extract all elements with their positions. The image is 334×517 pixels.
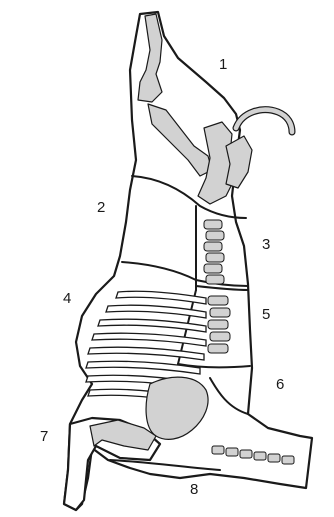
cut-label-5: 5 [262,307,270,322]
cut-label-7: 7 [40,429,48,444]
vertebrae-lower [208,296,230,353]
cut-label-2: 2 [97,200,105,215]
hip-joint-bone [226,136,252,188]
cut-label-3: 3 [262,237,270,252]
cut-label-4: 4 [63,291,71,306]
cut-label-8: 8 [190,482,198,497]
cut-label-6: 6 [276,377,284,392]
cut-label-1: 1 [219,57,227,72]
